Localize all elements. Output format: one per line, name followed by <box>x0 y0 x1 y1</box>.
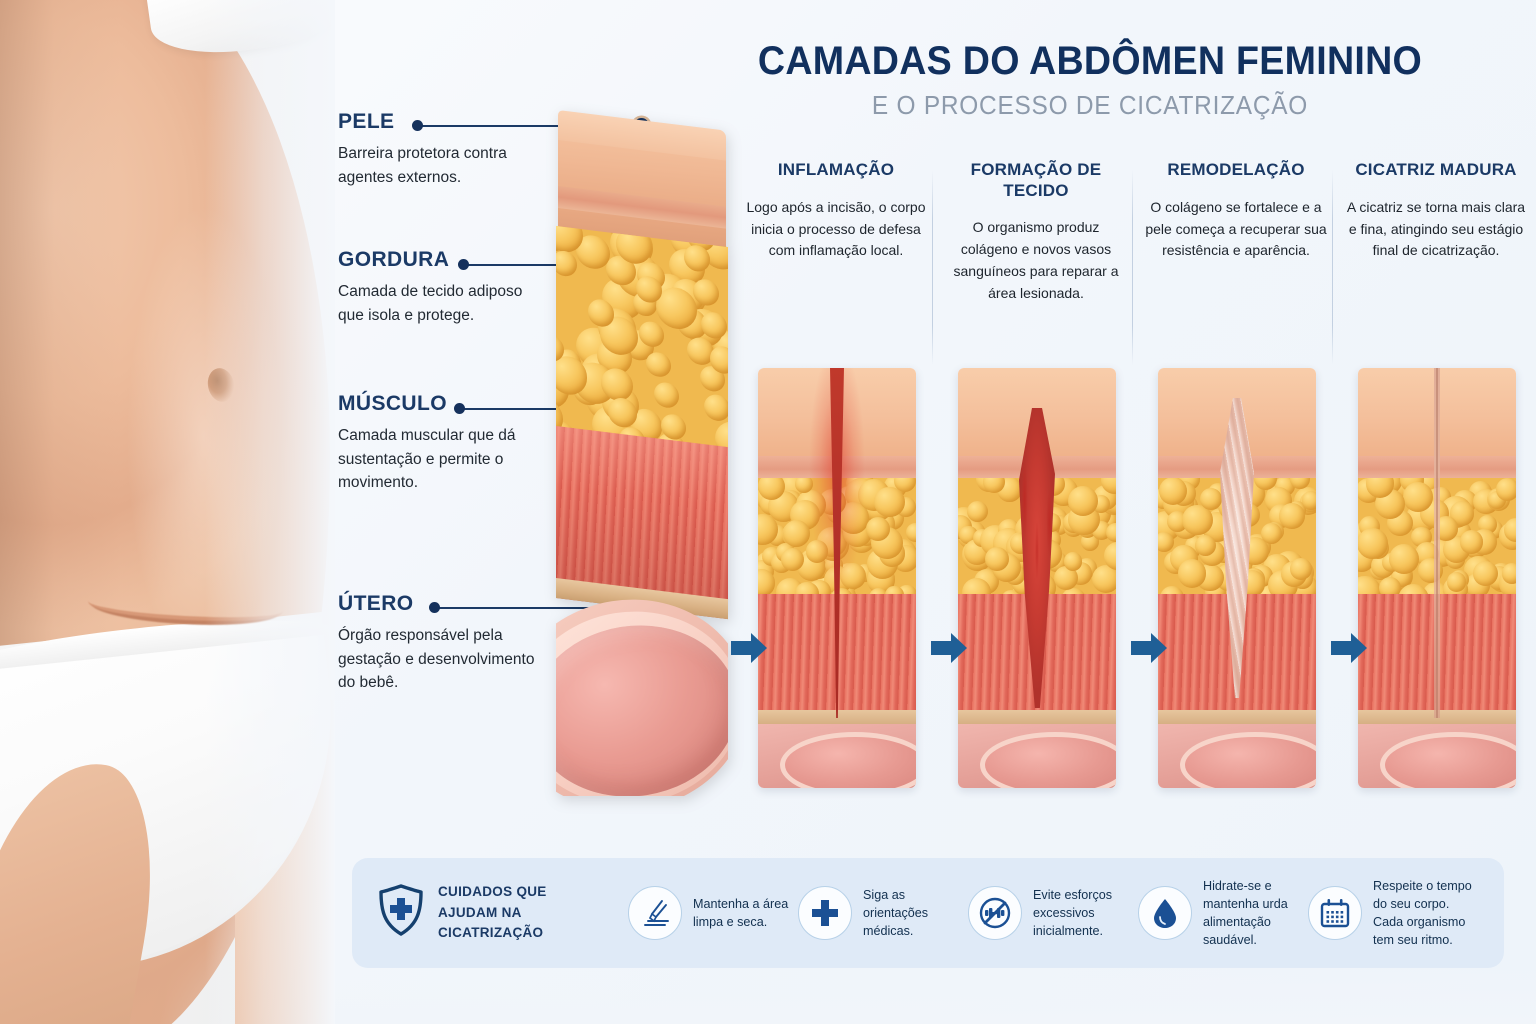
tweezers-clean-icon <box>628 886 682 940</box>
stage-title-1: INFLAMAÇÃO <box>777 160 895 179</box>
label-block-pele: PELE Barreira protetora contra agentes e… <box>338 110 538 189</box>
care-tip-1: Mantenha a área limpa e seca. <box>628 886 798 940</box>
stage-cicatriz-madura: CICATRIZ MADURA A cicatriz se torna mais… <box>1340 160 1532 800</box>
care-tip-text-2: Siga as orientações médicas. <box>863 887 929 939</box>
abdominal-layers-diagram <box>556 108 728 796</box>
label-title-musculo: MÚSCULO <box>338 392 447 415</box>
care-heading: CUIDADOS QUE AJUDAM NA CICATRIZAÇÃO <box>378 882 628 945</box>
connector-dot-musculo-start <box>454 403 465 414</box>
bottom-fade <box>335 966 1536 1024</box>
connector-line-musculo <box>460 408 646 410</box>
care-tip-2: Siga as orientações médicas. <box>798 886 968 941</box>
page-subtitle: E O PROCESSO DE CICATRIZAÇÃO <box>871 90 1309 120</box>
label-title-gordura: GORDURA <box>338 248 450 271</box>
panel2-blood-vessels <box>1006 408 1068 638</box>
no-exercise-icon <box>968 886 1022 940</box>
stage-image-4 <box>1358 368 1516 788</box>
connector-dot-gordura-start <box>458 259 469 270</box>
care-tip-text-1: Mantenha a área limpa e seca. <box>693 896 789 929</box>
panel1-uterus-oval <box>780 732 916 788</box>
panel4-uterus-oval <box>1380 732 1516 788</box>
stage-inflamacao: INFLAMAÇÃO Logo após a incisão, o corpo … <box>740 160 932 800</box>
arrow-to-stage-4 <box>1329 628 1369 668</box>
stage-divider-1 <box>932 170 933 365</box>
connector-dot-utero-start <box>429 602 440 613</box>
care-tip-4: Hidrate-se e mantenha urda alimentação s… <box>1138 877 1308 950</box>
stage-divider-2 <box>1132 170 1133 365</box>
label-block-musculo: MÚSCULO Camada muscular que dá sustentaç… <box>338 392 538 495</box>
care-heading-text: CUIDADOS QUE AJUDAM NA CICATRIZAÇÃO <box>438 882 628 945</box>
label-block-gordura: GORDURA Camada de tecido adiposo que iso… <box>338 248 538 327</box>
panel1-fascia <box>758 710 916 726</box>
panel2-uterus-oval <box>980 732 1116 788</box>
label-desc-gordura: Camada de tecido adiposo que isola e pro… <box>338 283 523 324</box>
care-tip-text-3: Evite esforços excessivos inicialmente. <box>1033 887 1113 939</box>
abdomen-photo <box>0 0 335 1024</box>
connector-line-utero <box>435 607 646 609</box>
stage-formacao-de-tecido: FORMAÇÃO DE TECIDO O organismo produz co… <box>940 160 1132 800</box>
page-title: CAMADAS DO ABDÔMEN FEMININO <box>757 39 1423 83</box>
care-tip-text-4: Hidrate-se e mantenha urda alimentação s… <box>1203 878 1288 948</box>
uterus-layer <box>556 588 728 796</box>
care-heading-line1: CUIDADOS QUE <box>438 883 547 899</box>
stage-desc-2: O organismo produz colágeno e novos vaso… <box>953 219 1119 301</box>
care-tip-3: Evite esforços excessivos inicialmente. <box>968 886 1138 941</box>
panel3-fascia <box>1158 710 1316 726</box>
care-tip-text-5: Respeite o tempo do seu corpo. Cada orga… <box>1373 878 1472 948</box>
label-desc-utero: Órgão responsável pela gestação e desenv… <box>338 627 535 692</box>
stage-desc-3: O colágeno se fortalece e a pele começa … <box>1145 198 1327 259</box>
page-header: CAMADAS DO ABDÔMEN FEMININO E O PROCESSO… <box>660 40 1520 121</box>
stage-desc-4: A cicatriz se torna mais clara e fina, a… <box>1346 198 1526 259</box>
stage-title-2: FORMAÇÃO DE TECIDO <box>970 160 1102 200</box>
care-heading-line2: AJUDAM NA CICATRIZAÇÃO <box>438 904 544 941</box>
panel4-scar-line <box>1436 368 1438 718</box>
stage-remodelacao: REMODELAÇÃO O colágeno se fortalece e a … <box>1140 160 1332 800</box>
panel4-fascia <box>1358 710 1516 726</box>
medical-cross-icon <box>798 886 852 940</box>
care-tips-bar: CUIDADOS QUE AJUDAM NA CICATRIZAÇÃO Mant… <box>352 858 1504 968</box>
label-desc-musculo: Camada muscular que dá sustentação e per… <box>338 427 516 492</box>
stage-image-1 <box>758 368 916 788</box>
water-drop-icon <box>1138 886 1192 940</box>
connector-dot-pele-start <box>412 120 423 131</box>
panel3-uterus-oval <box>1180 732 1316 788</box>
connector-line-gordura <box>464 264 646 266</box>
connector-line-pele <box>418 125 646 127</box>
care-tip-5: Respeite o tempo do seu corpo. Cada orga… <box>1308 877 1478 950</box>
label-block-utero: ÚTERO Órgão responsável pela gestação e … <box>338 592 538 695</box>
arrow-to-stage-3 <box>1129 628 1169 668</box>
stage-title-3: REMODELAÇÃO <box>1167 160 1305 179</box>
label-title-utero: ÚTERO <box>338 592 414 615</box>
stage-title-4: CICATRIZ MADURA <box>1355 160 1517 179</box>
label-title-pele: PELE <box>338 110 395 133</box>
stage-image-2 <box>958 368 1116 788</box>
arrow-to-stage-1 <box>729 628 769 668</box>
shield-cross-icon <box>378 884 424 941</box>
panel2-fascia <box>958 710 1116 726</box>
arrow-to-stage-2 <box>929 628 969 668</box>
stage-desc-1: Logo após a incisão, o corpo inicia o pr… <box>746 198 926 259</box>
photo-edge-fade <box>205 0 335 1024</box>
label-desc-pele: Barreira protetora contra agentes extern… <box>338 145 507 186</box>
stage-divider-3 <box>1332 170 1333 365</box>
calendar-icon <box>1308 886 1362 940</box>
healing-stages: INFLAMAÇÃO Logo após a incisão, o corpo … <box>731 160 1536 800</box>
stage-image-3 <box>1158 368 1316 788</box>
